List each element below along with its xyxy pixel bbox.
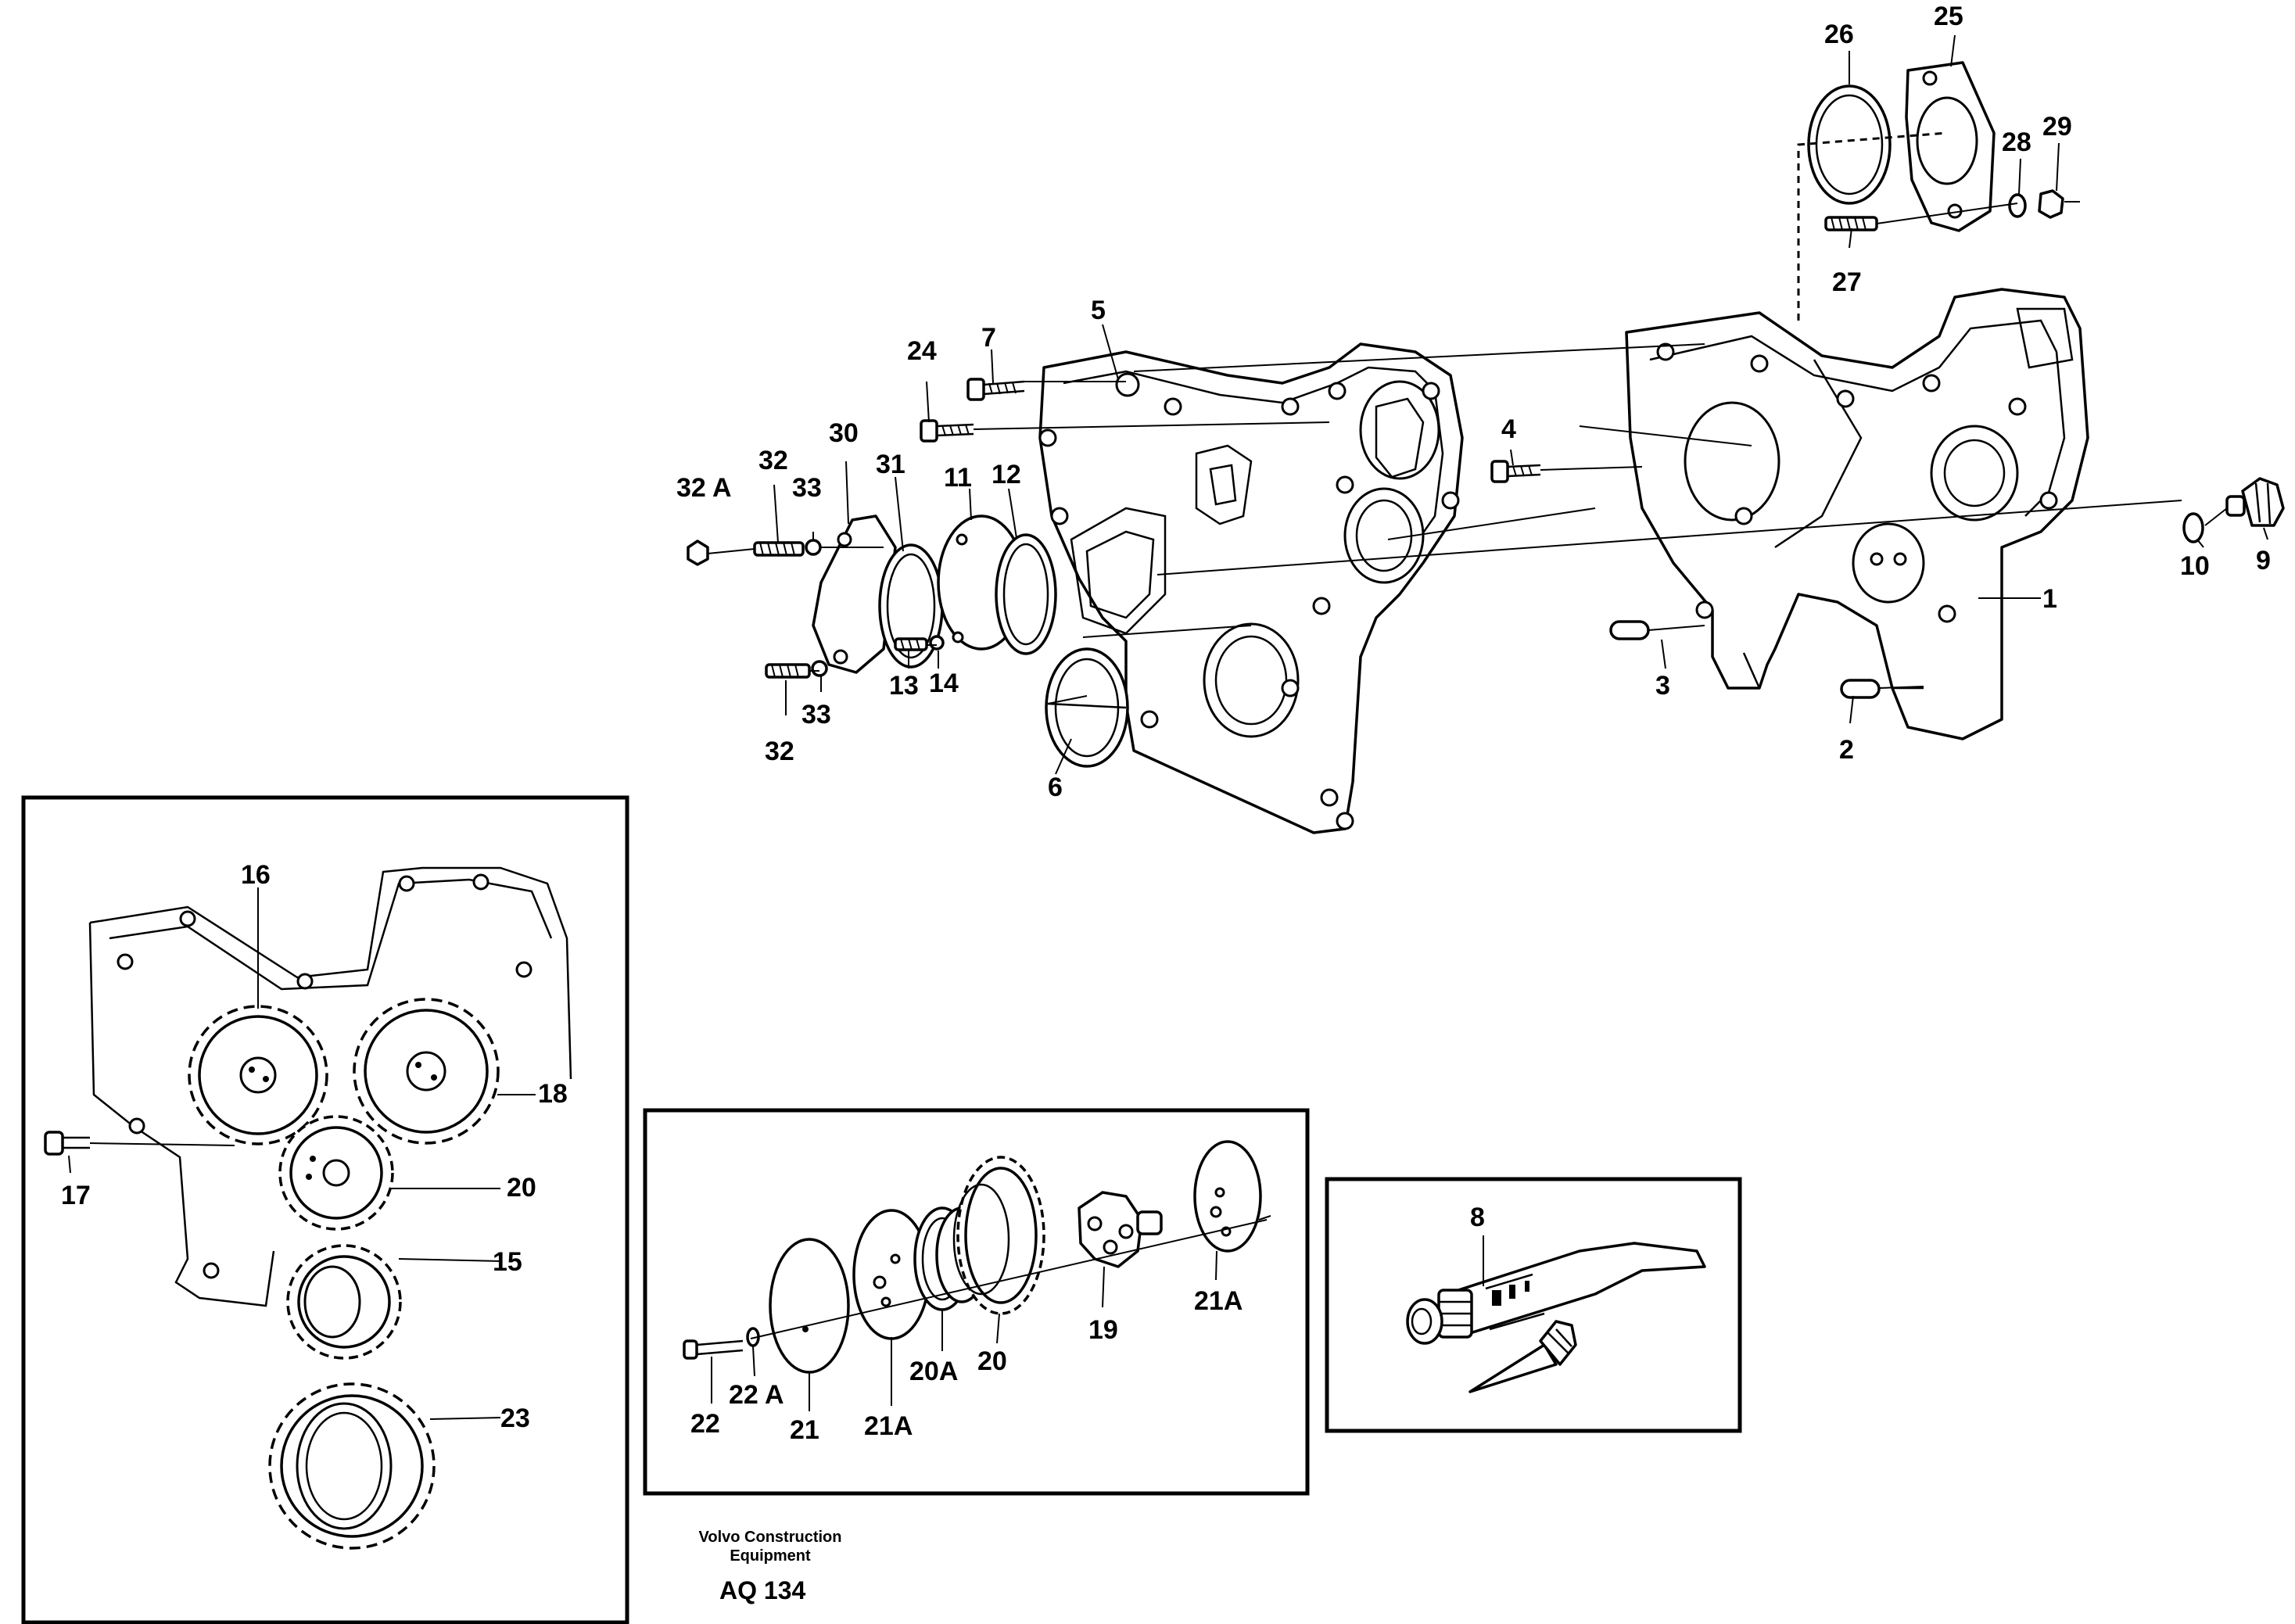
- callout-16: 16: [241, 860, 271, 890]
- callout-8: 8: [1470, 1203, 1485, 1232]
- callout-27: 27: [1832, 267, 1862, 297]
- flange-25: [1905, 61, 1996, 232]
- callout-22: 22: [690, 1409, 720, 1439]
- callout-11: 11: [944, 463, 972, 493]
- callout-29: 29: [2042, 112, 2072, 142]
- inset-idler-leaders: [711, 1250, 1217, 1411]
- callout-9: 9: [2256, 546, 2271, 575]
- callout-12: 12: [992, 460, 1021, 489]
- callout-32-bottom: 32: [765, 737, 794, 766]
- callout-28: 28: [2002, 127, 2031, 157]
- screw-4: [1490, 460, 1541, 483]
- callout-21a-left: 21A: [864, 1411, 913, 1441]
- inset-gear-train-leaders: [68, 887, 536, 1420]
- applicator-nozzle: [1468, 1320, 1577, 1393]
- screw-24: [920, 419, 974, 443]
- guide-pin-3: [1609, 620, 1650, 640]
- callout-5: 5: [1091, 296, 1106, 325]
- callout-2: 2: [1839, 735, 1854, 765]
- publisher-line-2: Equipment: [730, 1547, 811, 1565]
- callout-leaders: [773, 34, 2268, 775]
- callout-20a: 20A: [909, 1357, 958, 1386]
- ring-26: [1807, 84, 1892, 205]
- timing-gear-casing: [1625, 288, 2089, 740]
- callout-3: 3: [1655, 671, 1670, 701]
- cover-plate: [812, 514, 897, 674]
- washer-14: [929, 635, 945, 651]
- washer-28: [2008, 193, 2027, 218]
- washer-33-lower: [811, 660, 828, 677]
- sealing-ring: [995, 533, 1057, 655]
- callout-24: 24: [907, 336, 937, 366]
- callout-33-bottom: 33: [801, 700, 831, 730]
- washer-33-upper: [805, 539, 822, 556]
- callout-32-top: 32: [758, 446, 788, 475]
- callout-7: 7: [981, 323, 996, 353]
- callout-32a: 32 A: [676, 473, 732, 503]
- callout-4: 4: [1501, 414, 1516, 444]
- callout-21a-right: 21A: [1194, 1286, 1243, 1316]
- callouts: 1 2 3 4 5 6 7 24 30 31 11 12 32 32 A 33 …: [61, 2, 2271, 1445]
- callout-1: 1: [2042, 584, 2057, 614]
- stud-32-lower: [765, 663, 811, 679]
- callout-30: 30: [829, 418, 859, 448]
- callout-21: 21: [790, 1415, 819, 1445]
- guide-pin-2: [1840, 679, 1881, 699]
- callout-20-gear-train: 20: [507, 1173, 536, 1203]
- inset-gear-train: [44, 866, 572, 1550]
- inset-idler-frame: [643, 1108, 1310, 1496]
- stud-32-upper: [753, 541, 805, 557]
- crankshaft-seal: [1045, 647, 1129, 768]
- stud-27: [1824, 216, 1878, 231]
- callout-23: 23: [500, 1404, 530, 1433]
- callout-15: 15: [493, 1247, 522, 1277]
- callout-20-idler: 20: [977, 1346, 1007, 1376]
- callout-14: 14: [929, 669, 959, 698]
- screw-13: [894, 637, 928, 651]
- sealant-tube: [1406, 1242, 1706, 1345]
- timing-gear-cover: [1038, 342, 1464, 834]
- callout-6: 6: [1048, 773, 1063, 802]
- inset-idler-assembly: [683, 1140, 1271, 1374]
- nut-32a: [687, 540, 709, 566]
- nut-29: [2038, 189, 2064, 219]
- callout-26: 26: [1824, 20, 1854, 49]
- callout-18: 18: [538, 1079, 568, 1109]
- inset-sealant-frame: [1325, 1177, 1742, 1433]
- callout-25: 25: [1934, 2, 1963, 31]
- callout-31: 31: [876, 450, 905, 479]
- inset-gear-train-frame: [21, 795, 629, 1624]
- plug-9: [2225, 477, 2285, 527]
- assembly-lines: [707, 131, 2228, 704]
- publisher-line-1: Volvo Construction: [699, 1529, 842, 1546]
- callout-19: 19: [1088, 1315, 1118, 1345]
- callout-13: 13: [889, 671, 919, 701]
- screw-7: [966, 378, 1025, 401]
- figure-code: AQ 134: [719, 1576, 805, 1604]
- callout-22a: 22 A: [729, 1380, 784, 1410]
- callout-10: 10: [2180, 551, 2210, 581]
- callout-33-top: 33: [792, 473, 822, 503]
- callout-17: 17: [61, 1181, 91, 1210]
- washer-10: [2182, 512, 2204, 543]
